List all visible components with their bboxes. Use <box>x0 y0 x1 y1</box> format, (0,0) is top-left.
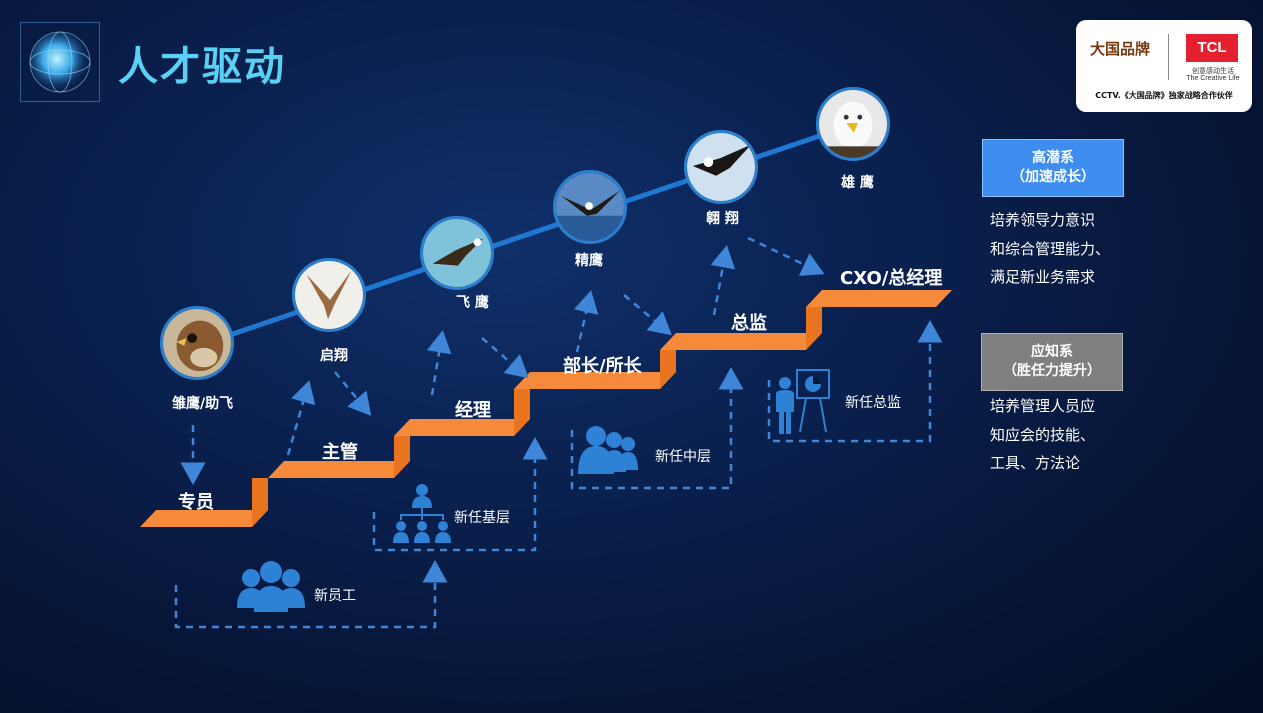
tcl-slogan-cn: 创意感动生活 <box>1192 67 1234 75</box>
flying-eagle-photo <box>420 216 494 290</box>
elite-eagle-photo <box>553 170 627 244</box>
panel-know-description: 培养管理人员应 知应会的技能、 工具、方法论 <box>990 392 1140 478</box>
bird-label-eagle: 雄 鹰 <box>841 175 874 191</box>
panel-high-title: 高潜系 <box>1032 150 1074 166</box>
middle-manager-icon <box>578 426 638 474</box>
stage-department-head: 部长/所长 <box>563 356 642 377</box>
panel-know-line: 培养管理人员应 <box>990 397 1096 415</box>
stage-cxo: CXO/总经理 <box>840 268 943 289</box>
panel-high-line: 和综合管理能力、 <box>990 239 1111 258</box>
staircase <box>140 290 952 527</box>
bird-label-soaring: 翱 翔 <box>706 211 739 227</box>
group-new-middle: 新任中层 <box>655 449 711 465</box>
panel-high-potential-header: 高潜系 （加速成长） <box>982 139 1124 197</box>
panel-know-line: 知应会的技能、 <box>990 425 1096 444</box>
bird-label-chick: 雏鹰/助飞 <box>172 396 234 412</box>
bird-label-launch: 启翔 <box>320 348 348 364</box>
bird-label-flying: 飞 鹰 <box>456 295 489 311</box>
brand-logo-text: 大国品牌 <box>1090 40 1151 58</box>
stage-manager: 经理 <box>455 400 491 421</box>
stage-supervisor: 主管 <box>322 442 358 463</box>
globe-icon <box>20 22 100 102</box>
progress-arrows <box>174 236 943 629</box>
panel-high-line: 培养领导力意识 <box>990 211 1096 229</box>
bald-eagle-photo <box>816 87 890 161</box>
logo-divider <box>1168 34 1169 80</box>
tcl-slogan-en: The Creative Life <box>1186 75 1240 82</box>
panel-competency-header: 应知系 （胜任力提升） <box>981 333 1123 391</box>
director-presentation-icon <box>776 369 830 434</box>
panel-know-subtitle: （胜任力提升） <box>1003 363 1101 379</box>
panel-know-title: 应知系 <box>1031 344 1073 360</box>
org-chart-icon <box>393 484 451 543</box>
hawk-soaring-photo <box>292 258 366 332</box>
panel-high-subtitle: （加速成长） <box>1011 169 1095 185</box>
soaring-eagle-photo <box>684 130 758 204</box>
group-new-frontline: 新任基层 <box>454 510 510 526</box>
panel-know-line: 工具、方法论 <box>990 454 1081 472</box>
kestrel-photo <box>160 306 234 380</box>
partner-caption: CCTV.《大国品牌》独家战略合作伙伴 <box>1095 91 1233 100</box>
stage-director: 总监 <box>731 313 767 334</box>
panel-high-description: 培养领导力意识 和综合管理能力、 满足新业务需求 <box>990 206 1140 292</box>
partner-logo-card: 大国品牌 TCL 创意感动生活 The Creative Life CCTV.《… <box>1076 20 1252 112</box>
group-new-director: 新任总监 <box>845 395 901 411</box>
panel-high-line: 满足新业务需求 <box>990 268 1096 286</box>
bird-label-elite: 精鹰 <box>575 253 603 269</box>
page-title: 人才驱动 <box>118 44 286 90</box>
new-employee-icon <box>237 561 305 612</box>
group-new-employee: 新员工 <box>314 588 356 604</box>
tcl-logo: TCL <box>1186 34 1238 62</box>
stage-specialist: 专员 <box>178 492 214 513</box>
